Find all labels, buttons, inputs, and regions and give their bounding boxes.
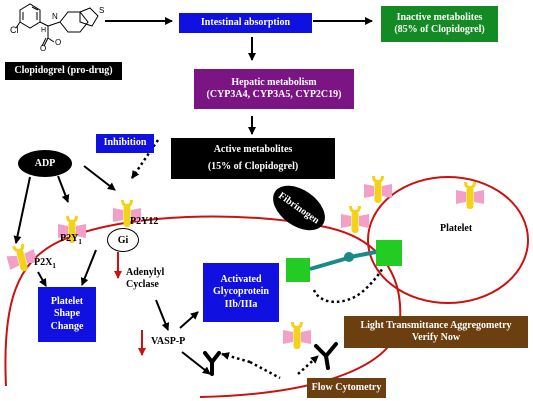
activated-gp-box: Activated Glycoprotein IIb/IIIa: [203, 263, 279, 322]
p2x1-label: P2X1: [34, 257, 56, 270]
absorption-label: Intestinal absorption: [200, 16, 291, 28]
oxygen-label: O: [40, 44, 46, 53]
gp-line3: IIb/IIIa: [224, 298, 258, 310]
gi-label: Gi: [117, 234, 129, 246]
receptor-flow-icon: [283, 322, 311, 349]
active-line1: Active metabolites: [213, 144, 293, 155]
gp-connector-bar: [309, 256, 349, 271]
lta-line2: Verify Now: [411, 332, 461, 343]
inhibition-label: Inhibition: [103, 137, 147, 149]
lta-dotted-curve: [312, 267, 385, 304]
p2y1-label: P2Y1: [60, 233, 82, 246]
hydrogen-label: H: [41, 27, 46, 34]
clopidogrel-prodrug-box: Clopidogrel (pro-drug): [5, 62, 122, 80]
flow-label: Flow Cytometry: [311, 381, 382, 393]
vasp-label: VASP-P: [151, 336, 186, 347]
receptor-p2y12-icon: [113, 200, 141, 227]
arrow-vasp-to-antibody: [181, 351, 211, 375]
gp-square-left: [286, 258, 310, 282]
shape-line1: Platelet: [50, 295, 84, 307]
antibody-right-icon: [314, 342, 338, 370]
shape-line3: Change: [50, 320, 84, 332]
clopidogrel-structure: [15, 3, 99, 47]
flow-dotted-arrow-right: [297, 355, 319, 375]
inactive-line1: Inactive metabolites: [396, 11, 483, 23]
lta-verifynow-box: Light Transmittance Aggregometry Verify …: [344, 316, 528, 348]
adp-ellipse: ADP: [18, 150, 72, 177]
gp-connector-bar-2: [349, 250, 377, 259]
flow-dotted-arrow-down: [249, 360, 281, 380]
hepatic-metabolism-box: Hepatic metabolism (CYP3A4, CYP3A5, CYP2…: [194, 69, 354, 109]
thienopyridine-ring: [59, 11, 89, 33]
active-line2: (15% of Clopidogrel): [207, 160, 299, 172]
receptor-p2y1-icon: [58, 216, 86, 243]
flow-cytometry-box: Flow Cytometry: [307, 378, 386, 398]
oxygen-label-2: O: [55, 38, 61, 47]
hepatic-line2: (CYP3A4, CYP3A5, CYP2C19): [206, 89, 342, 100]
gp-line1: Activated: [220, 273, 262, 285]
intestinal-absorption-box: Intestinal absorption: [179, 13, 312, 33]
p2y12-label: P2Y12: [130, 216, 159, 227]
chloro-label: Cl: [10, 25, 19, 35]
active-metabolites-box: Active metabolites (15% of Clopidogrel): [171, 138, 335, 179]
adenylyl-cyclase-label: Adenylyl Cyclase: [126, 267, 164, 291]
gp-square-right: [376, 240, 402, 266]
receptor-platelet-top-left-icon: [364, 176, 392, 203]
p2x1-sub: 1: [52, 262, 56, 270]
p2x1-main: P2X: [34, 257, 53, 268]
arrow-p2y1-to-shape: [80, 249, 97, 286]
inactive-line2: (85% of Clopidogrel): [394, 24, 485, 35]
receptor-p2x1-icon: [6, 243, 38, 272]
sulfur-label: S: [99, 6, 104, 15]
gi-protein-ellipse: Gi: [107, 228, 139, 252]
inactive-metabolites-box: Inactive metabolites (85% of Clopidogrel…: [381, 6, 498, 42]
platelet-label: Platelet: [440, 223, 473, 234]
adenylyl-line1: Adenylyl: [126, 267, 165, 278]
platelet-membrane-main: [4, 215, 402, 398]
shape-line2: Shape: [53, 308, 81, 320]
arrow-vasp-to-gp: [179, 311, 199, 329]
platelet-membrane-second: [367, 176, 529, 304]
inhibition-box: Inhibition: [96, 134, 154, 153]
clopidogrel-label: Clopidogrel (pro-drug): [14, 64, 113, 76]
p2y1-main: P2Y: [60, 233, 79, 244]
lta-line1: Light Transmittance Aggregometry: [360, 319, 512, 331]
arrow-adenylyl-to-vasp: [155, 299, 170, 331]
flow-dotted-arrow-left: [221, 352, 251, 364]
platelet-shape-change-box: Platelet Shape Change: [38, 287, 96, 342]
adenylyl-line2: Cyclase: [126, 279, 159, 290]
arrow-p2x1-to-shape: [37, 271, 47, 287]
receptor-platelet-left-icon: [341, 206, 369, 233]
adp-label: ADP: [34, 158, 56, 169]
arrow-adp-to-p2y12: [83, 165, 116, 191]
gp-line2: Glycoprotein: [213, 286, 269, 298]
antibody-left-icon: [203, 351, 221, 376]
p2y1-sub: 1: [78, 238, 82, 246]
receptor-platelet-top-right-icon: [456, 182, 484, 209]
hepatic-line1: Hepatic metabolism: [231, 76, 317, 88]
arrow-adp-to-p2x1: [13, 176, 31, 244]
gp-connector-knob: [344, 252, 354, 262]
nitrogen-label: N: [52, 12, 58, 21]
arrow-adp-to-p2y1: [57, 175, 70, 203]
